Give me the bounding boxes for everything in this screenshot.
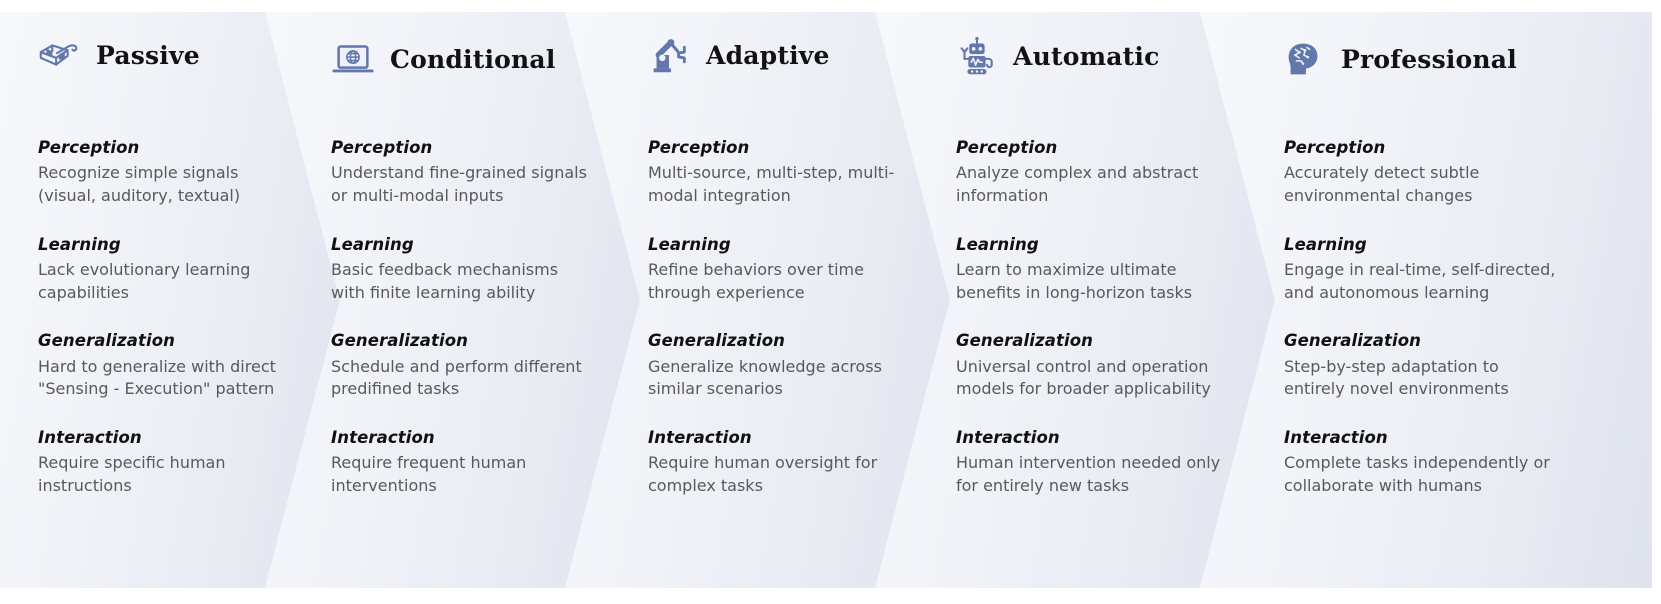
attribute-generalization: Generalization Step-by-step adaptation t… bbox=[1284, 330, 1604, 401]
attribute-interaction: Interaction Human intervention needed on… bbox=[956, 427, 1256, 498]
attribute-learning: Learning Engage in real-time, self-direc… bbox=[1284, 234, 1604, 305]
attribute-perception: Perception Accurately detect subtle envi… bbox=[1284, 137, 1604, 208]
attribute-label: Interaction bbox=[331, 428, 435, 448]
attribute-text: Schedule and perform different predifine… bbox=[331, 356, 582, 399]
stage-column-adaptive: Adaptive Perception Multi-source, multi-… bbox=[640, 0, 940, 604]
stage-header-conditional[interactable]: Conditional bbox=[330, 36, 556, 82]
attribute-generalization: Generalization Hard to generalize with d… bbox=[38, 330, 290, 401]
attribute-label: Perception bbox=[331, 138, 433, 157]
attribute-label: Perception bbox=[956, 138, 1058, 157]
attribute-learning: Learning Lack evolutionary learning capa… bbox=[38, 234, 290, 305]
attribute-perception: Perception Understand fine-grained signa… bbox=[331, 137, 621, 208]
attribute-learning: Learning Refine behaviors over time thro… bbox=[648, 234, 938, 305]
attribute-label: Perception bbox=[648, 138, 750, 157]
attribute-interaction: Interaction Complete tasks independently… bbox=[1284, 427, 1604, 498]
attribute-generalization: Generalization Universal control and ope… bbox=[956, 330, 1256, 401]
attribute-generalization: Generalization Schedule and perform diff… bbox=[331, 330, 621, 401]
stage-header-automatic[interactable]: Automatic bbox=[953, 33, 1160, 79]
stage-column-conditional: Conditional Perception Understand fine-g… bbox=[320, 0, 620, 604]
attribute-text: Step-by-step adaptation to entirely nove… bbox=[1284, 356, 1509, 399]
stage-title: Adaptive bbox=[706, 40, 830, 70]
attribute-text: Require human oversight for complex task… bbox=[648, 453, 878, 496]
stage-title: Automatic bbox=[1013, 41, 1160, 71]
stage-column-professional: Professional Perception Accurately detec… bbox=[1278, 0, 1658, 604]
attribute-text: Learn to maximize ultimate benefits in l… bbox=[956, 259, 1193, 302]
attribute-text: Human intervention needed only for entir… bbox=[956, 453, 1221, 496]
robot-arm-icon bbox=[653, 39, 686, 73]
attribute-text: Analyze complex and abstract information bbox=[956, 163, 1199, 205]
attribute-label: Learning bbox=[956, 234, 1039, 254]
attribute-text: Recognize simple signals (visual, audito… bbox=[38, 163, 241, 205]
attribute-label: Interaction bbox=[38, 428, 142, 448]
attribute-text: Universal control and operation models f… bbox=[956, 356, 1211, 399]
chevron-shape-passive bbox=[0, 12, 340, 588]
attribute-label: Learning bbox=[1284, 234, 1367, 254]
attribute-list-conditional: Perception Understand fine-grained signa… bbox=[331, 137, 621, 498]
attribute-label: Interaction bbox=[648, 428, 752, 448]
attribute-text: Multi-source, multi-step, multi- modal i… bbox=[648, 163, 895, 205]
3d-glasses-icon bbox=[39, 44, 78, 66]
stage-header-professional[interactable]: Professional bbox=[1281, 36, 1517, 82]
attribute-learning: Learning Basic feedback mechanisms with … bbox=[331, 234, 621, 305]
attribute-learning: Learning Learn to maximize ultimate bene… bbox=[956, 234, 1256, 305]
head-circuit-brain-icon bbox=[1288, 43, 1318, 75]
attribute-interaction: Interaction Require specific human instr… bbox=[38, 427, 290, 498]
attribute-text: Complete tasks independently or collabor… bbox=[1284, 453, 1550, 496]
attribute-text: Understand fine-grained signals or multi… bbox=[331, 163, 587, 205]
chevron-band bbox=[0, 12, 1661, 588]
attribute-label: Perception bbox=[1284, 138, 1386, 157]
attribute-text: Refine behaviors over time through exper… bbox=[648, 259, 864, 302]
laptop-globe-icon bbox=[332, 45, 374, 73]
stage-column-automatic: Automatic Perception Analyze complex and… bbox=[948, 0, 1258, 604]
attribute-label: Learning bbox=[331, 234, 414, 254]
stage-header-adaptive[interactable]: Adaptive bbox=[646, 32, 830, 78]
stage-column-passive: Passive Perception Recognize simple sign… bbox=[0, 0, 300, 604]
attribute-label: Generalization bbox=[331, 331, 469, 351]
attribute-label: Generalization bbox=[956, 331, 1094, 351]
attribute-perception: Perception Analyze complex and abstract … bbox=[956, 137, 1256, 208]
stage-header-passive[interactable]: Passive bbox=[36, 32, 200, 78]
attribute-generalization: Generalization Generalize knowledge acro… bbox=[648, 330, 938, 401]
stage-title: Passive bbox=[96, 40, 200, 70]
attribute-label: Generalization bbox=[648, 331, 786, 351]
attribute-perception: Perception Recognize simple signals (vis… bbox=[38, 137, 290, 208]
attribute-label: Generalization bbox=[38, 331, 176, 351]
attribute-list-automatic: Perception Analyze complex and abstract … bbox=[956, 137, 1256, 498]
stage-title: Conditional bbox=[390, 44, 556, 74]
attribute-text: Require frequent human interventions bbox=[331, 453, 527, 496]
attribute-label: Perception bbox=[38, 138, 140, 157]
robot-figure-icon bbox=[960, 37, 993, 75]
attribute-text: Generalize knowledge across similar scen… bbox=[648, 356, 882, 399]
attribute-list-professional: Perception Accurately detect subtle envi… bbox=[1284, 137, 1604, 498]
attribute-label: Learning bbox=[648, 234, 731, 254]
stage-title: Professional bbox=[1341, 44, 1517, 74]
attribute-perception: Perception Multi-source, multi-step, mul… bbox=[648, 137, 938, 208]
attribute-list-adaptive: Perception Multi-source, multi-step, mul… bbox=[648, 137, 938, 498]
attribute-text: Basic feedback mechanisms with finite le… bbox=[331, 259, 559, 302]
attribute-label: Interaction bbox=[956, 428, 1060, 448]
attribute-text: Accurately detect subtle environmental c… bbox=[1284, 163, 1480, 205]
chevron-shape-professional bbox=[1200, 12, 1652, 588]
attribute-label: Interaction bbox=[1284, 428, 1388, 448]
attribute-text: Require specific human instructions bbox=[38, 453, 226, 496]
attribute-label: Generalization bbox=[1284, 331, 1422, 351]
attribute-text: Hard to generalize with direct "Sensing … bbox=[38, 356, 276, 399]
attribute-list-passive: Perception Recognize simple signals (vis… bbox=[38, 137, 290, 498]
attribute-text: Lack evolutionary learning capabilities bbox=[38, 259, 251, 302]
attribute-text: Engage in real-time, self-directed, and … bbox=[1284, 259, 1556, 302]
attribute-interaction: Interaction Require human oversight for … bbox=[648, 427, 938, 498]
attribute-label: Learning bbox=[38, 234, 121, 254]
attribute-interaction: Interaction Require frequent human inter… bbox=[331, 427, 621, 498]
